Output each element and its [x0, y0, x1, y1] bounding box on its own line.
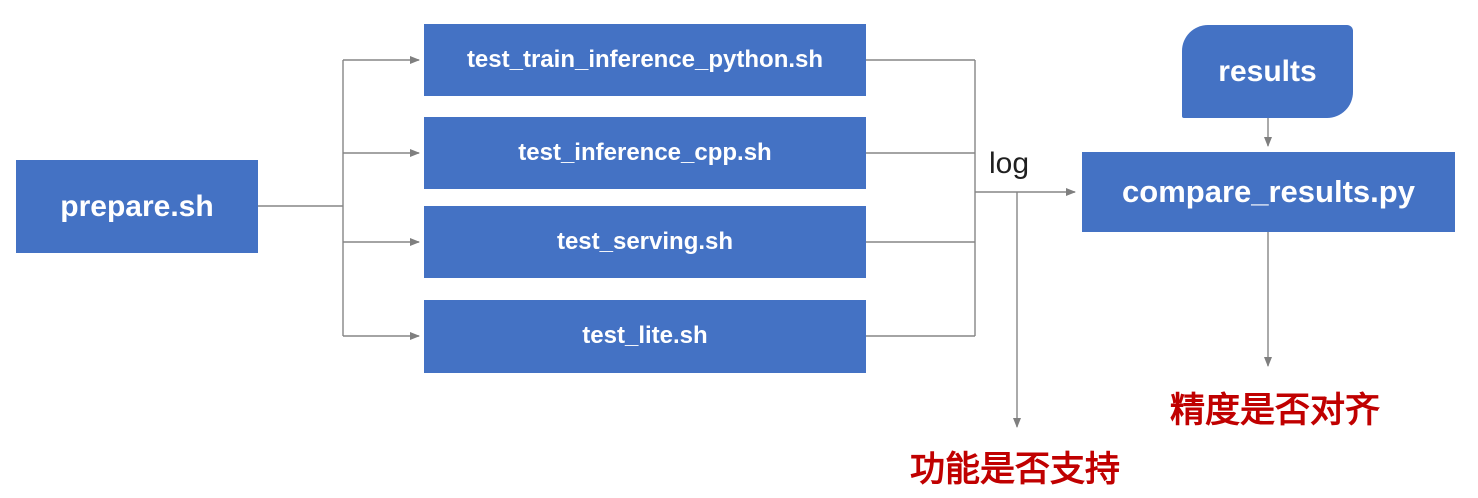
- prepare-node: prepare.sh: [16, 160, 258, 253]
- test-node-train-inference-python: test_train_inference_python.sh: [424, 24, 866, 96]
- test-node-lite: test_lite.sh: [424, 300, 866, 373]
- test-node-inference-cpp: test_inference_cpp.sh: [424, 117, 866, 189]
- results-node: results: [1182, 25, 1353, 118]
- compare-results-node: compare_results.py: [1082, 152, 1455, 232]
- function-support-annotation: 功能是否支持: [909, 450, 1121, 489]
- precision-aligned-annotation: 精度是否对齐: [1169, 391, 1381, 430]
- log-label: log: [989, 147, 1030, 180]
- test-node-serving: test_serving.sh: [424, 206, 866, 278]
